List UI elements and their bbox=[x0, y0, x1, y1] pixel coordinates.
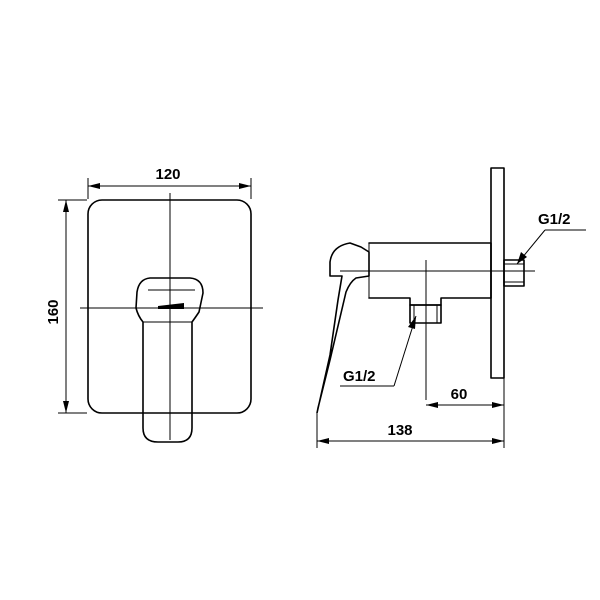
side-view bbox=[316, 167, 535, 414]
width-dimension: 120 bbox=[87, 166, 252, 199]
bottom-outlet-thread-label: G1/2 bbox=[343, 368, 376, 385]
outlet-offset-dimension-label: 60 bbox=[451, 386, 468, 403]
total-depth-dimension-label: 138 bbox=[387, 422, 412, 439]
front-view bbox=[80, 193, 263, 443]
bottom-outlet-callout: G1/2 bbox=[340, 315, 417, 387]
front-lever-handle bbox=[135, 277, 204, 443]
rear-inlet-thread-label: G1/2 bbox=[538, 211, 571, 228]
rear-inlet-callout: G1/2 bbox=[516, 211, 586, 265]
height-dimension-label: 160 bbox=[45, 299, 62, 324]
rear-inlet-fitting bbox=[503, 259, 525, 287]
width-dimension-label: 120 bbox=[155, 166, 180, 183]
outlet-offset-dimension: 60 bbox=[426, 378, 505, 412]
front-lever-inner-line bbox=[143, 289, 195, 323]
height-dimension: 160 bbox=[45, 199, 87, 414]
total-depth-dimension: 138 bbox=[316, 412, 505, 448]
brand-logo-mark bbox=[158, 303, 184, 309]
side-lever-handle bbox=[316, 242, 370, 414]
side-wall-plate bbox=[490, 167, 505, 379]
side-body bbox=[368, 242, 492, 306]
bottom-outlet-fitting bbox=[409, 304, 442, 324]
